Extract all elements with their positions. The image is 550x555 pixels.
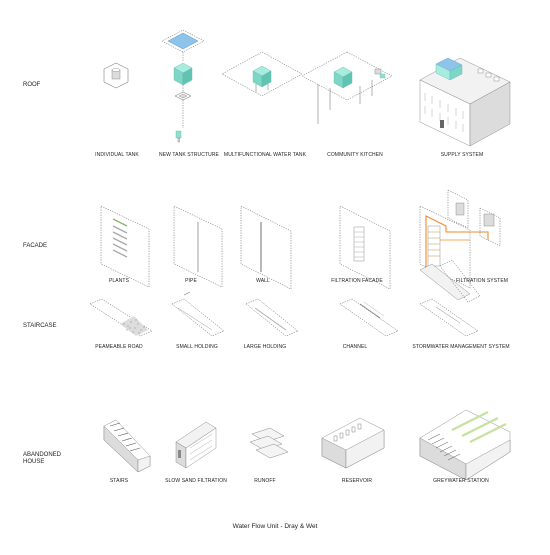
caption-reservoir: RESERVOIR: [341, 478, 373, 484]
caption-new-tank-structure: NEW TANK STRUCTURE: [159, 152, 219, 158]
house-greywater-station: [419, 409, 511, 481]
facade-plants: [100, 205, 150, 288]
roof-new-tank-structure: [161, 29, 205, 143]
caption-community-kitchen: COMMUNITY KITCHEN: [327, 152, 383, 158]
row-label-facade: FACADE: [23, 243, 48, 249]
caption-supply-system: SUPPLY SYSTEM: [440, 152, 484, 158]
caption-filtration-system: FILTRATION SYSTEM: [455, 278, 509, 284]
facade-filtration-facade: [339, 205, 391, 290]
caption-permeable-road: PEAMEABLE ROAD: [95, 344, 143, 350]
staircase-large-holding: [245, 298, 299, 337]
caption-plants: PLANTS: [108, 278, 130, 284]
house-runoff: [249, 427, 289, 459]
house-reservoir: [321, 417, 385, 469]
row-label-staircase: STAIRCASE: [23, 323, 57, 329]
staircase-stormwater-system: [419, 298, 479, 337]
facade-pipe: [173, 205, 223, 288]
caption-pipe: PIPE: [185, 278, 197, 284]
caption-filtration-facade: FILTRATION FACADE: [331, 278, 383, 284]
caption-channel: CHANNEL: [342, 344, 368, 350]
facade-filtration-system: [419, 189, 501, 303]
roof-community-kitchen: [301, 51, 393, 124]
caption-stormwater-management-system: STORMWATER MANAGEMENT SYSTEM: [412, 344, 510, 350]
house-stairs: [103, 419, 151, 473]
caption-individual-tank: INDIVIDUAL TANK: [95, 152, 139, 158]
row-label-roof: ROOF: [23, 82, 41, 88]
facade-wall: [240, 205, 292, 290]
caption-large-holding: LARGE HOLDING: [243, 344, 287, 350]
caption-multifunctional-water-tank: MULTIFUNCTIONAL WATER TANK: [223, 152, 307, 158]
row-label-abandoned-house: ABANDONED HOUSE: [23, 452, 62, 465]
sheet-title: Water Flow Unit - Dray & Wet: [232, 523, 318, 530]
roof-individual-tank: [103, 62, 129, 89]
staircase-small-holding: [171, 291, 225, 337]
house-slow-sand-filtration: [175, 421, 217, 469]
staircase-channel: [339, 298, 399, 337]
caption-runoff: RUNOFF: [254, 478, 276, 484]
caption-stairs: STAIRS: [109, 478, 129, 484]
roof-multifunctional-water-tank: [221, 51, 303, 97]
caption-small-holding: SMALL HOLDING: [176, 344, 218, 350]
caption-slow-sand-filtration: SLOW SAND FILTRATION: [165, 478, 227, 484]
staircase-permeable-road: [89, 298, 153, 337]
caption-greywater-station: GREYWATER STATION: [433, 478, 489, 484]
roof-supply-system-building: [419, 57, 511, 147]
caption-wall: WALL: [256, 278, 270, 284]
